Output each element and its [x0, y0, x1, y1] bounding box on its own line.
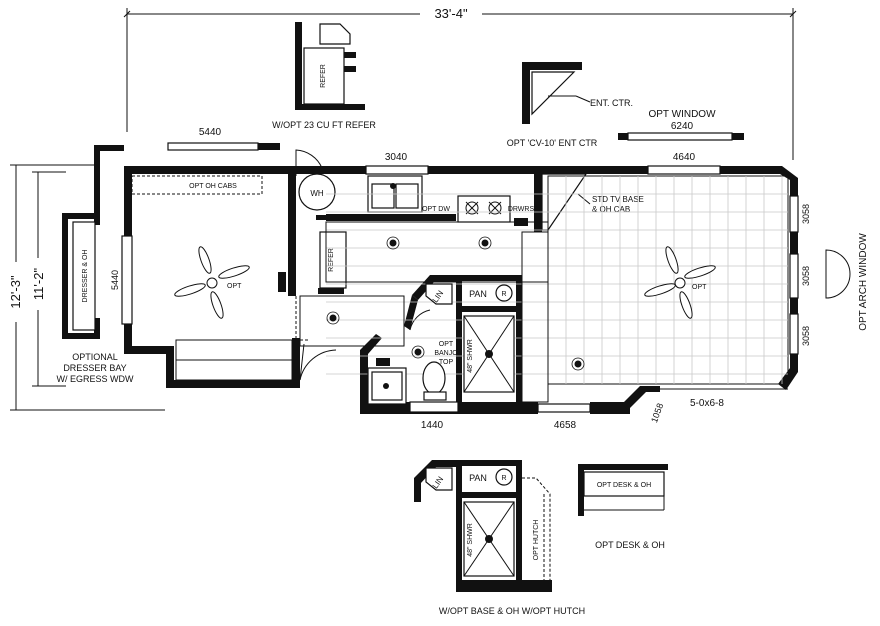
- pantry-label: PAN: [469, 289, 487, 299]
- bedroom: OPT OH CABS 5440 OPT: [110, 175, 293, 381]
- optional-dresser-label-2: DRESSER BAY: [63, 363, 126, 373]
- ceiling-fan-bedroom-icon: OPT: [174, 246, 250, 319]
- hutch-caption: W/OPT BASE & OH W/OPT HUTCH: [439, 606, 585, 616]
- interior-walls: [288, 174, 542, 403]
- ceiling-fan-living-icon: OPT: [644, 246, 716, 319]
- std-tv-label-2: & OH CAB: [592, 205, 630, 214]
- door-size-label: 5-0x6-8: [690, 398, 724, 409]
- opt-window-label: OPT WINDOW: [648, 109, 716, 120]
- optional-dresser-label-3: W/ EGRESS WDW: [57, 374, 135, 384]
- window-top-left-label: 5440: [199, 127, 222, 138]
- window-kitchen-label: 3040: [385, 152, 408, 163]
- window-end-1-label: 3058: [801, 204, 811, 224]
- ent-ctr-caption: OPT 'CV-10' ENT CTR: [507, 138, 598, 148]
- end-windows: 3058 3058 3058 OPT ARCH WINDOW: [789, 195, 869, 355]
- fan-opt-living-label: OPT: [692, 284, 707, 291]
- opt-banjo-label-3: TOP: [439, 359, 454, 366]
- hutch-r-label: R: [501, 475, 506, 482]
- arch-window-outline: [825, 249, 851, 299]
- desk-caption: OPT DESK & OH: [595, 540, 665, 550]
- overall-width-label: 12'-3": [8, 275, 23, 309]
- optional-dresser-label-1: OPTIONAL: [72, 352, 118, 362]
- hutch-opt-label: OPT HUTCH: [533, 520, 540, 561]
- refer-inset-label: REFER: [320, 64, 327, 88]
- top-windows: 5440 3040 4640 OPT WINDOW 6240: [167, 109, 744, 175]
- dresser-oh-label: DRESSER & OH: [82, 250, 89, 303]
- window-end-3-label: 3058: [801, 326, 811, 346]
- desk-callout: OPT DESK & OH OPT DESK & OH: [578, 464, 668, 550]
- window-angle-label: 1058: [649, 402, 665, 424]
- window-bottom-living-label: 4658: [554, 420, 577, 431]
- desk-inset-label: OPT DESK & OH: [597, 482, 651, 489]
- opt-banjo-label-1: OPT: [439, 341, 454, 348]
- refer-label: REFER: [328, 248, 335, 272]
- opt-banjo-label-2: BANJO: [434, 350, 458, 357]
- water-heater-label: WH: [310, 189, 324, 198]
- bathroom: LIN PAN R 48" SHWR OPT BANJO TOP: [367, 283, 515, 405]
- hutch-shower-label: 48" SHWR: [467, 523, 474, 557]
- opt-arch-window-label: OPT ARCH WINDOW: [858, 233, 869, 331]
- interior-width-label: 11'-2": [31, 268, 46, 301]
- ent-ctr-callout: ENT. CTR. OPT 'CV-10' ENT CTR: [507, 62, 633, 148]
- fan-opt-bedroom-label: OPT: [227, 283, 242, 290]
- overall-length-dimension: 33'-4": [123, 6, 797, 160]
- range-r-label: R: [501, 291, 506, 298]
- refer-caption: W/OPT 23 CU FT REFER: [272, 120, 376, 130]
- optional-dresser-bay: DRESSER & OH OPTIONAL DRESSER BAY W/ EGR…: [57, 145, 135, 384]
- window-bedroom-side-label: 5440: [110, 270, 120, 290]
- drawers-label: DRWRS: [508, 206, 535, 213]
- opt-dw-label: OPT DW: [422, 206, 450, 213]
- shower-label: 48" SHWR: [467, 339, 474, 373]
- overall-length-label: 33'-4": [434, 6, 468, 21]
- toilet-icon: [422, 361, 447, 401]
- opt-oh-cabs-label: OPT OH CABS: [189, 183, 237, 190]
- bottom-windows: 1440 4658 1058 5-0x6-8: [409, 398, 724, 431]
- window-bath-label: 1440: [421, 420, 444, 431]
- window-end-2-label: 3058: [801, 266, 811, 286]
- refer-callout: REFER W/OPT 23 CU FT REFER: [272, 22, 376, 130]
- hutch-callout: LIN PAN R 48" SHWR OPT HUTCH W/OPT BASE …: [414, 460, 585, 616]
- ent-ctr-label: ENT. CTR.: [590, 98, 633, 108]
- opt-window-size-label: 6240: [671, 121, 694, 132]
- std-tv-label-1: STD TV BASE: [592, 195, 644, 204]
- hutch-pan-label: PAN: [469, 473, 487, 483]
- kitchen: WH OPT DW DRWRS REFER STD TV BASE & OH C…: [298, 173, 644, 289]
- window-top-right-label: 4640: [673, 152, 696, 163]
- overall-width-dimension: 12'-3" 11'-2": [4, 164, 165, 411]
